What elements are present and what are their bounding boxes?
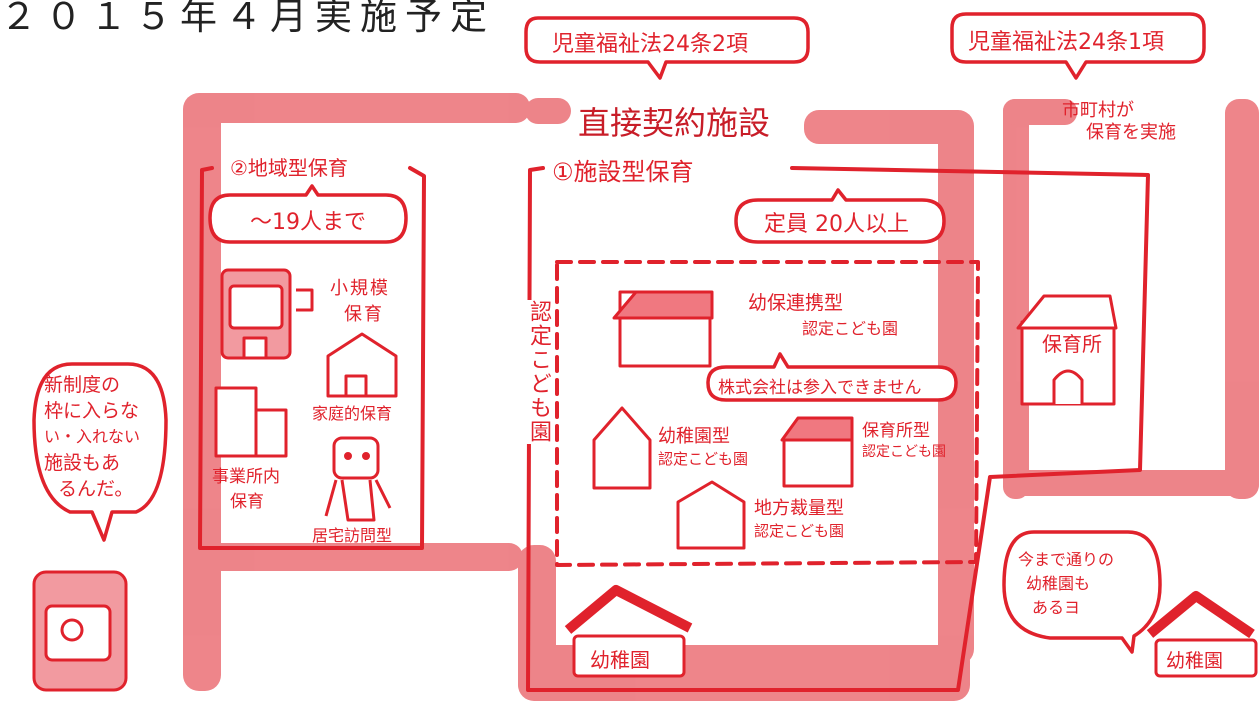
facility-icons bbox=[32, 268, 1258, 692]
visit-person-icon bbox=[324, 436, 392, 522]
kindergarten-roof-icon bbox=[564, 585, 693, 634]
outside-note: 新制度の 枠に入らな い・入れない 施設もあ るんだ。 bbox=[44, 372, 140, 502]
cooperative-line-2: 認定こども園 bbox=[802, 319, 899, 338]
local-type-label: 地方裁量型 認定こども園 bbox=[754, 494, 844, 541]
small-scale-line-2: 保育 bbox=[344, 304, 384, 325]
kindergarten2-label: 幼稚園 bbox=[1166, 650, 1224, 672]
kindergarten-label: 幼稚園 bbox=[590, 648, 650, 672]
local-type-house-icon bbox=[676, 480, 746, 550]
regional-heading: ②地域型保育 bbox=[226, 152, 352, 181]
municipal-bands bbox=[183, 93, 1259, 701]
band-top-mid-left bbox=[525, 98, 571, 124]
municipal-line-1: 市町村が bbox=[1062, 100, 1134, 121]
bubbles bbox=[32, 12, 1206, 654]
kindergarten2-roof-icon bbox=[1146, 591, 1255, 639]
no-company-label: 株式会社は参入できません bbox=[718, 378, 922, 398]
kindergarten-note-bubble bbox=[1002, 530, 1162, 654]
outside-note-line-4: 施設もあ bbox=[44, 452, 121, 474]
kindergarten2-sign bbox=[1154, 638, 1258, 678]
local-type-line-2: 認定こども園 bbox=[754, 522, 845, 540]
outside-bubble bbox=[32, 362, 168, 542]
municipal-line-2: 保育を実施 bbox=[1086, 122, 1176, 143]
kindergarten-type-house-icon bbox=[592, 406, 652, 490]
nursery-type-house-icon bbox=[782, 438, 854, 488]
kindergarten-note: 今まで通りの 幼稚園も あるヨ bbox=[1018, 548, 1114, 620]
outside-note-line-3: い・入れない bbox=[44, 427, 141, 446]
capacity20-bubble bbox=[734, 188, 946, 244]
workplace-line-2: 保育 bbox=[230, 492, 264, 512]
nursery-type-line-2: 認定こども園 bbox=[862, 444, 946, 460]
band-right-bottom bbox=[1003, 470, 1259, 496]
kindergarten-note-line-3: あるヨ bbox=[1032, 598, 1081, 617]
nursery-type-line-1: 保育所型 bbox=[862, 421, 930, 441]
page-title: ２０１５年４月実施予定 bbox=[0, 0, 495, 38]
certified-dashed-box bbox=[555, 260, 980, 567]
nursery-type-roof bbox=[780, 416, 854, 442]
outside-note-line-2: 枠に入らな bbox=[44, 400, 140, 422]
regional-box bbox=[198, 166, 426, 550]
law-24-1-label: 児童福祉法24条1項 bbox=[968, 30, 1164, 55]
facility-box bbox=[526, 166, 1150, 692]
nursery-label: 保育所 bbox=[1042, 332, 1102, 356]
kindergarten-note-line-1: 今まで通りの bbox=[1018, 550, 1115, 569]
kindergarten-type-line-1: 幼稚園型 bbox=[658, 426, 730, 447]
nursery-roof bbox=[1016, 294, 1118, 330]
law-24-2-label: 児童福祉法24条2項 bbox=[552, 32, 748, 57]
nursery-type-label: 保育所型 認定こども園 bbox=[862, 416, 946, 461]
family-house-icon bbox=[326, 332, 398, 398]
kindergarten-type-line-2: 認定こども園 bbox=[658, 450, 749, 468]
workplace-line-1: 事業所内 bbox=[212, 467, 280, 487]
outside-note-line-5: るんだ。 bbox=[58, 478, 134, 500]
workplace-building-icon bbox=[214, 386, 288, 458]
band-top-left bbox=[190, 93, 530, 123]
band-center-left bbox=[518, 545, 556, 700]
band-top-mid-right bbox=[804, 110, 970, 144]
home-visit-label: 居宅訪問型 bbox=[312, 526, 393, 545]
certified-vertical-label: 認定こども園 bbox=[522, 300, 554, 444]
small-scale-building-icon bbox=[220, 268, 314, 360]
capacity19-bubble bbox=[208, 184, 408, 244]
kindergarten-sign bbox=[572, 634, 686, 678]
regional-capacity: ～19人まで bbox=[250, 210, 366, 235]
cooperative-label: 幼保連携型 認定こども園 bbox=[748, 288, 898, 339]
law-24-1-bubble bbox=[950, 12, 1206, 80]
facility-heading: ①施設型保育 bbox=[548, 152, 698, 187]
no-company-bubble bbox=[706, 352, 958, 402]
cooperative-line-1: 幼保連携型 bbox=[748, 292, 844, 314]
tv-device-icon bbox=[32, 570, 128, 692]
band-right-top bbox=[1003, 99, 1029, 499]
outlines bbox=[198, 166, 1150, 692]
facility-capacity: 定員 20人以上 bbox=[764, 212, 909, 237]
band-right-right bbox=[1225, 99, 1259, 499]
outside-note-line-1: 新制度の bbox=[44, 374, 121, 396]
nursery-door bbox=[1052, 369, 1084, 404]
band-right-top2 bbox=[1003, 99, 1077, 125]
home-based-label: 家庭的保育 bbox=[312, 404, 393, 423]
law-24-2-bubble bbox=[524, 16, 810, 80]
workplace-label: 事業所内 保育 bbox=[212, 462, 280, 512]
kindergarten-note-line-2: 幼稚園も bbox=[1026, 574, 1091, 593]
small-scale-label: 小規模 保育 bbox=[330, 274, 390, 326]
local-type-line-1: 地方裁量型 bbox=[754, 498, 844, 519]
cooperative-roof bbox=[612, 290, 714, 320]
kindergarten-type-label: 幼稚園型 認定こども園 bbox=[658, 422, 748, 469]
direct-contract-label: 直接契約施設 bbox=[578, 104, 771, 142]
small-scale-line-1: 小規模 bbox=[330, 278, 390, 299]
